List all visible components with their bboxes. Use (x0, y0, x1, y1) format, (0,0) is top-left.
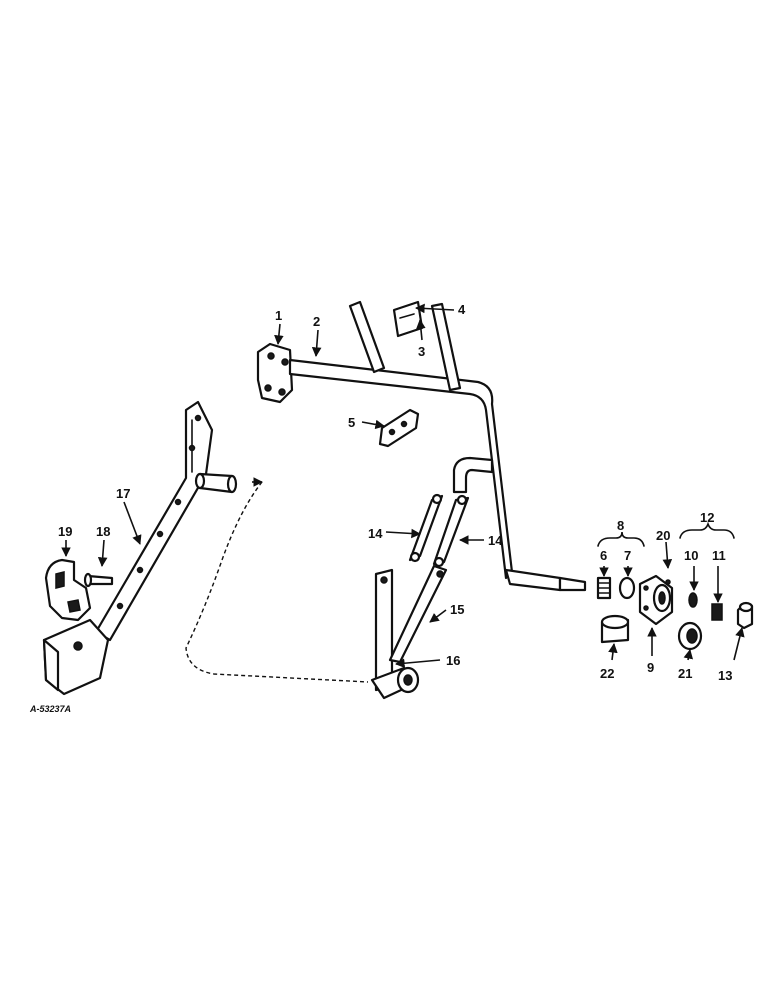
callout-14-left: 14 (368, 526, 383, 541)
part-21-bearing (677, 621, 703, 651)
callout-15: 15 (450, 602, 464, 617)
callout-21: 21 (678, 666, 692, 681)
callout-4: 4 (458, 302, 466, 317)
callout-20: 20 (656, 528, 670, 543)
callout-18: 18 (96, 524, 110, 539)
part-9-hub (638, 574, 674, 626)
group-8-brace (597, 531, 645, 547)
callout-5: 5 (348, 415, 355, 430)
callout-14-right: 14 (488, 533, 503, 548)
group-12-brace (679, 521, 735, 539)
callout-12: 12 (700, 510, 714, 525)
part-1-mounting-plate (256, 342, 294, 404)
callout-2: 2 (313, 314, 320, 329)
part-14-link-left (408, 493, 444, 563)
reference-code: A-53237A (29, 704, 71, 714)
part-22-bearing-cup (600, 614, 630, 644)
callout-3: 3 (418, 344, 425, 359)
callout-11: 11 (712, 548, 726, 563)
callout-6: 6 (600, 548, 607, 563)
part-7-seal (618, 576, 636, 600)
part-14-link-right (432, 494, 470, 568)
part-19-hook-bracket (44, 558, 92, 622)
callout-17: 17 (116, 486, 130, 501)
part-18-bolt (83, 572, 114, 588)
part-2-frame-tube (288, 300, 587, 592)
callout-9: 9 (647, 660, 654, 675)
callout-8: 8 (617, 518, 624, 533)
part-17-frame-bar (42, 400, 238, 696)
callout-13: 13 (718, 668, 732, 683)
part-6-spring (596, 576, 612, 600)
callout-7: 7 (624, 548, 631, 563)
callout-10: 10 (684, 548, 698, 563)
callout-1: 1 (275, 308, 282, 323)
callout-22: 22 (600, 666, 614, 681)
callout-16: 16 (446, 653, 460, 668)
part-10-washer (688, 592, 698, 608)
callout-19: 19 (58, 524, 72, 539)
part-5-bracket (378, 408, 420, 448)
connection-dashed-line (185, 481, 369, 683)
part-15-lever (370, 564, 448, 700)
part-3-4-clip (392, 300, 424, 338)
part-11-spring (711, 603, 723, 621)
part-13-cap (736, 601, 754, 630)
